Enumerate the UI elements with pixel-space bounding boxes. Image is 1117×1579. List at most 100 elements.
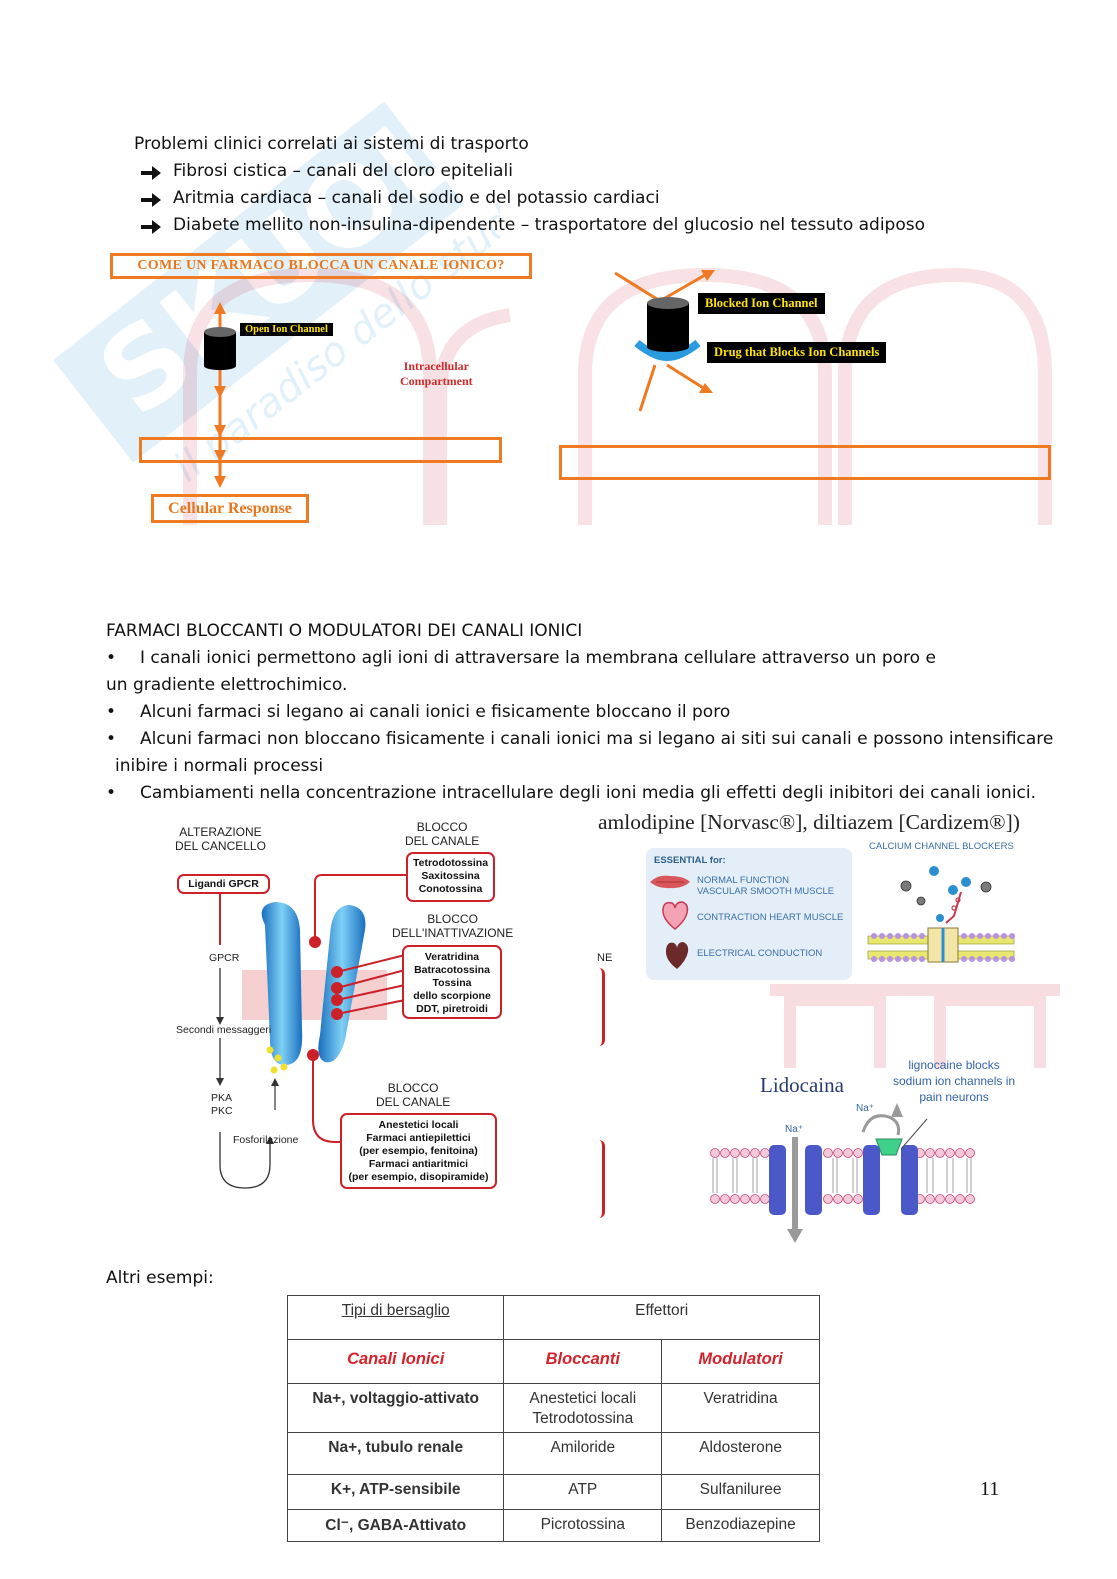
cell-target: Na+, tubulo renale	[286, 1432, 505, 1475]
arrow-bullet-icon	[141, 193, 161, 207]
muscle-icon	[650, 875, 690, 889]
intracellular-line: Intracellular	[403, 359, 469, 373]
drug-item: Farmaci antiaritmici	[368, 1158, 469, 1170]
alterazione-label: ALTERAZIONE DEL CANCELLO	[175, 825, 266, 853]
arch-background	[183, 267, 512, 525]
blocco-canale-b-label: BLOCCO DEL CANALE	[376, 1081, 450, 1109]
bullet-dot: •	[106, 783, 117, 803]
header-canali: Canali Ionici	[286, 1339, 505, 1384]
blocco-canale-label: BLOCCO DEL CANALE	[405, 820, 479, 848]
lidocaina-title: Lidocaina	[760, 1073, 844, 1097]
essential-label: ESSENTIAL for:	[654, 855, 726, 866]
header-bloccanti: Bloccanti	[503, 1339, 663, 1384]
ca-blockers-label: CALCIUM CHANNEL BLOCKERS	[869, 841, 1014, 852]
channel-modulation-figure	[216, 874, 406, 1189]
blocco-line: DELL'INATTIVAZIONE	[392, 926, 514, 940]
calcium-channel-icon	[867, 866, 1015, 963]
bullet-text: un gradiente elettrochimico.	[106, 675, 348, 695]
intro-title: Problemi clinici correlati ai sistemi di…	[134, 134, 529, 154]
bullet-text: Alcuni farmaci si legano ai canali ionic…	[140, 702, 731, 722]
blocco-line: BLOCCO	[387, 1081, 439, 1095]
bullet-text: inibire i normali processi	[115, 756, 324, 776]
agent-item: Batracotossina	[414, 964, 490, 976]
cell-mod: Veratridina	[661, 1383, 820, 1433]
table-subheader-row: Canali Ionici Bloccanti Modulatori	[286, 1339, 820, 1384]
bullet-dot: •	[106, 729, 117, 749]
toxins-box: Tetrodotossina Saxitossina Conotossina	[406, 852, 495, 902]
agent-item: dello scorpione	[413, 990, 491, 1002]
arch-background	[770, 984, 1060, 1068]
pkc-label: PKC	[211, 1105, 233, 1117]
drug-item: Anestetici locali	[378, 1119, 459, 1131]
diagram1-title: COME UN FARMACO BLOCCA UN CANALE IONICO?	[110, 253, 532, 279]
blocco-line: DEL CANALE	[405, 834, 480, 848]
header-effectors: Effettori	[503, 1295, 820, 1340]
intro-item: Fibrosi cistica – canali del cloro epite…	[173, 161, 513, 181]
blocked-channel-diagram	[614, 270, 715, 412]
page-number: 11	[980, 1478, 1000, 1500]
essential-item: ELECTRICAL CONDUCTION	[697, 948, 823, 959]
cell-mod: Sulfaniluree	[661, 1474, 820, 1510]
intro-item: Aritmia cardiaca – canali del sodio e de…	[173, 188, 660, 208]
bullet-dot: •	[106, 702, 117, 722]
secondi-label: Secondi messaggeri	[176, 1024, 272, 1036]
fosforilazione-label: Fosforilazione	[233, 1134, 299, 1146]
toxin-item: Tetrodotossina	[412, 857, 489, 869]
blocco-line: DEL CANALE	[376, 1095, 451, 1109]
pka-label: PKA	[211, 1092, 233, 1104]
cell-target: Cl⁻, GABA-Attivato	[286, 1509, 505, 1542]
agent-item: Tossina	[432, 977, 472, 989]
blocco-inattivazione-label: BLOCCO DELL'INATTIVAZIONE	[392, 912, 513, 940]
cut-label: NE	[597, 952, 613, 964]
na-label: Na⁺	[785, 1124, 804, 1135]
membrane-box	[559, 445, 1051, 480]
table-row: Na+, voltaggio-attivato Anestetici local…	[286, 1383, 820, 1433]
table-header-row: Tipi di bersaglio Effettori	[286, 1295, 820, 1340]
cell-block-line: Tetrodotossina	[532, 1410, 634, 1427]
cell-block: Picrotossina	[503, 1509, 663, 1542]
toxin-item: Conotossina	[418, 883, 483, 895]
header-modulatori: Modulatori	[661, 1339, 820, 1384]
agent-item: DDT, piretroidi	[416, 1003, 488, 1015]
drug-item: (per esempio, fenitoina)	[359, 1145, 478, 1157]
essential-item-line: VASCULAR SMOOTH MUSCLE	[697, 886, 835, 897]
essential-item: CONTRACTION HEART MUSCLE	[697, 912, 844, 923]
intro-item: Diabete mellito non-insulina-dipendente …	[173, 215, 926, 235]
bullet-text: I canali ionici permettono agli ioni di …	[140, 648, 936, 668]
toxin-item: Saxitossina	[421, 870, 480, 882]
table-row: Na+, tubulo renale Amiloride Aldosterone	[286, 1432, 820, 1475]
blocked-channel-label: Blocked Ion Channel	[698, 293, 825, 314]
membrane-box	[139, 437, 502, 463]
cut-box-edge	[594, 968, 605, 1046]
cell-block-line: Anestetici locali	[529, 1390, 637, 1407]
bullet-text: Alcuni farmaci non bloccano fisicamente …	[140, 729, 1054, 749]
targets-table: Tipi di bersaglio Effettori Canali Ionic…	[286, 1295, 820, 1542]
cell-mod: Benzodiazepine	[661, 1509, 820, 1542]
drug-item: (per esempio, disopiramide)	[348, 1171, 489, 1183]
essential-item: NORMAL FUNCTION VASCULAR SMOOTH MUSCLE	[697, 875, 834, 897]
intracellular-line: Compartment	[400, 374, 473, 388]
lidocaine-note: lignocaine blocks sodium ion channels in…	[893, 1057, 1015, 1105]
cellular-response-label: Cellular Response	[151, 494, 309, 523]
drug-item: Farmaci antiepilettici	[366, 1132, 471, 1144]
cell-mod: Aldosterone	[661, 1432, 820, 1475]
bullet-text: Cambiamenti nella concentrazione intrace…	[140, 783, 1037, 803]
blocco-line: BLOCCO	[427, 912, 478, 926]
bullet-dot: •	[106, 648, 117, 668]
cell-block: Amiloride	[503, 1432, 663, 1475]
sodium-channel-membrane-icon	[710, 1103, 975, 1243]
alterazione-line: DEL CANCELLO	[175, 839, 266, 853]
cell-target: K+, ATP-sensibile	[286, 1474, 505, 1510]
ligandi-box: Ligandi GPCR	[177, 874, 270, 894]
note-line: pain neurons	[919, 1090, 989, 1104]
header-target: Tipi di bersaglio	[286, 1295, 505, 1340]
blocco-line: BLOCCO	[416, 820, 468, 834]
note-line: lignocaine blocks	[908, 1058, 1000, 1072]
table-row: Cl⁻, GABA-Attivato Picrotossina Benzodia…	[286, 1509, 820, 1542]
arrow-bullet-icon	[141, 220, 161, 234]
altri-esempi-label: Altri esempi:	[106, 1268, 214, 1288]
heart-muscle-icon	[662, 901, 689, 930]
open-channel-diagram	[204, 302, 236, 488]
open-channel-label: Open Ion Channel	[240, 323, 333, 336]
heart-icon	[665, 942, 689, 969]
